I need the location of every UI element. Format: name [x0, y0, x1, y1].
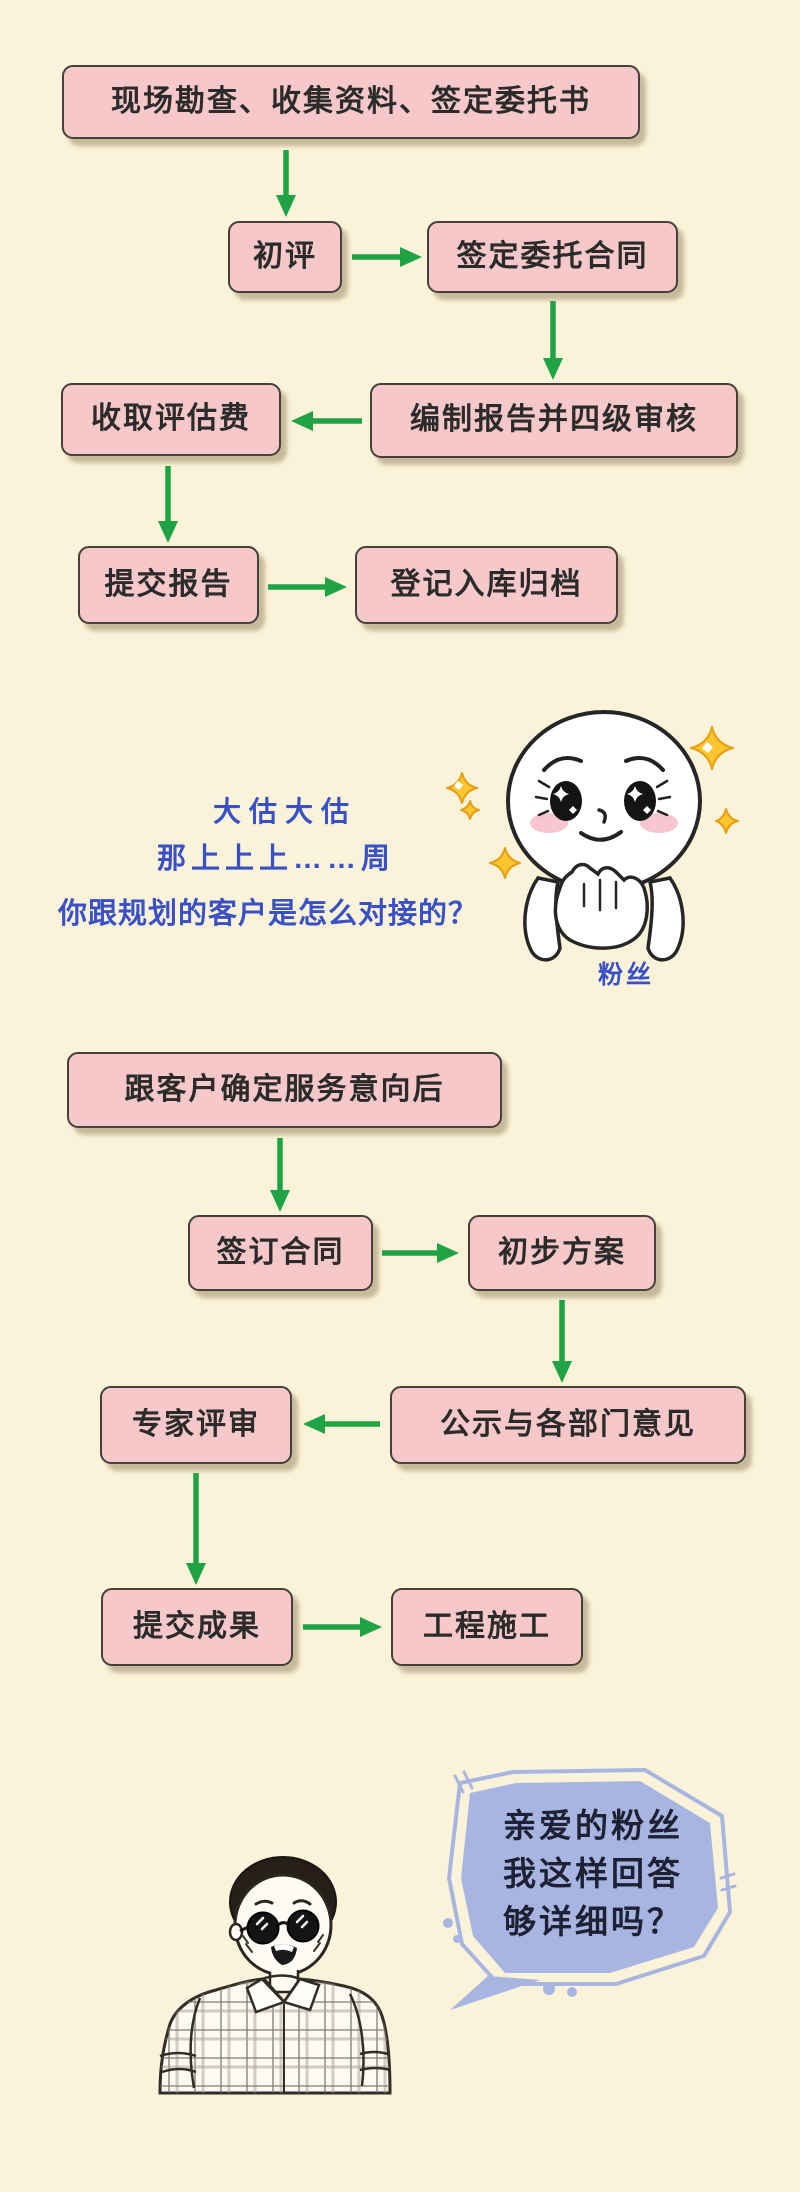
speech-bubble-dot: [453, 1935, 461, 1943]
flow1-node-site-survey: 现场勘查、收集资料、签定委托书: [62, 65, 640, 139]
flow1-arrows: [158, 150, 563, 597]
fan-finger-lines: [582, 878, 618, 912]
fan-brow-right: [624, 756, 665, 772]
sparkle-icon: [715, 808, 739, 834]
flow1-node-commission-contract: 签定委托合同: [427, 221, 678, 293]
speech-bubble-tail: [450, 1976, 540, 2010]
fan-question-line-3: 你跟规划的客户是怎么对接的？: [57, 898, 478, 930]
flow2-node-submit-results: 提交成果: [101, 1588, 293, 1666]
fan-character: [506, 710, 702, 962]
sparkle-icon: [446, 772, 478, 804]
fan-mouth: [579, 830, 623, 842]
flow2-node-expert-review: 专家评审: [100, 1386, 292, 1464]
bubble-line-3: 够详细吗？: [503, 1903, 683, 1940]
speech-bubble: [443, 1767, 737, 2010]
host-teeth: [274, 1944, 294, 1952]
sparkle-highlight: [454, 781, 463, 790]
flow1-node-initial-eval: 初评: [228, 221, 342, 293]
host-collar-left: [245, 1977, 287, 2014]
sparkle-icon: [489, 847, 521, 879]
fan-eyelashes: [534, 779, 672, 817]
flow2-node-preliminary-plan: 初步方案: [468, 1215, 656, 1291]
fan-eye-sparkle: [627, 786, 643, 802]
fan-brow-left: [542, 756, 583, 772]
flow2-arrows: [186, 1138, 572, 1637]
host-brow-left: [254, 1899, 274, 1906]
host-sideburns: [242, 1934, 324, 1953]
host-character: [158, 1856, 392, 2095]
speech-bubble-ticks: [453, 1770, 737, 1892]
fan-arm-right: [646, 876, 685, 962]
fan-eye-sparkle: [553, 786, 569, 802]
speech-bubble-dot: [567, 1987, 577, 1997]
sparkle-highlight: [702, 742, 713, 753]
host-collar-back: [261, 1974, 301, 1981]
fan-question-line-1: 大估大估: [212, 796, 357, 827]
flow2-node-sign-contract: 签订合同: [188, 1215, 373, 1291]
speech-bubble-outline: [446, 1767, 733, 1986]
sparkle-stars: [446, 726, 739, 879]
flow2-node-construction: 工程施工: [391, 1588, 583, 1666]
flow1-node-submit-report: 提交报告: [78, 546, 259, 624]
flow1-node-register-archive: 登记入库归档: [355, 546, 618, 624]
fan-blush-right: [640, 813, 678, 833]
fan-eye-right: [624, 781, 656, 821]
host-ear: [228, 1922, 244, 1942]
bubble-line-1: 亲爱的粉丝: [503, 1807, 683, 1844]
fan-eye-sparkle: [569, 806, 577, 814]
host-shirt-seams: [159, 1993, 391, 2093]
sparkle-icon: [460, 800, 480, 820]
speech-bubble-dot: [543, 1983, 555, 1995]
fan-head: [506, 710, 702, 892]
host-shirt-plaid: [160, 1979, 390, 2093]
fan-character-label: 粉丝: [597, 961, 654, 989]
fan-eye-left: [550, 781, 582, 821]
fan-eye-sparkle: [643, 806, 651, 814]
flow1-node-report-review: 编制报告并四级审核: [370, 383, 738, 458]
host-collar-right: [281, 1977, 321, 2012]
host-sunglasses: [239, 1909, 320, 1945]
host-brow-right: [292, 1899, 312, 1906]
flow2-node-service-intent: 跟客户确定服务意向后: [67, 1052, 502, 1128]
flow2-node-publicity-opinions: 公示与各部门意见: [390, 1386, 746, 1464]
speech-bubble-fill: [461, 1781, 718, 1973]
fan-nose: [597, 808, 607, 824]
flow1-node-collect-fee: 收取评估费: [61, 383, 281, 456]
fan-question-line-2: 那上上上……周: [156, 843, 395, 875]
bubble-line-2: 我这样回答: [503, 1855, 683, 1892]
speech-bubble-dot: [443, 1918, 453, 1928]
fan-hands: [553, 862, 649, 950]
